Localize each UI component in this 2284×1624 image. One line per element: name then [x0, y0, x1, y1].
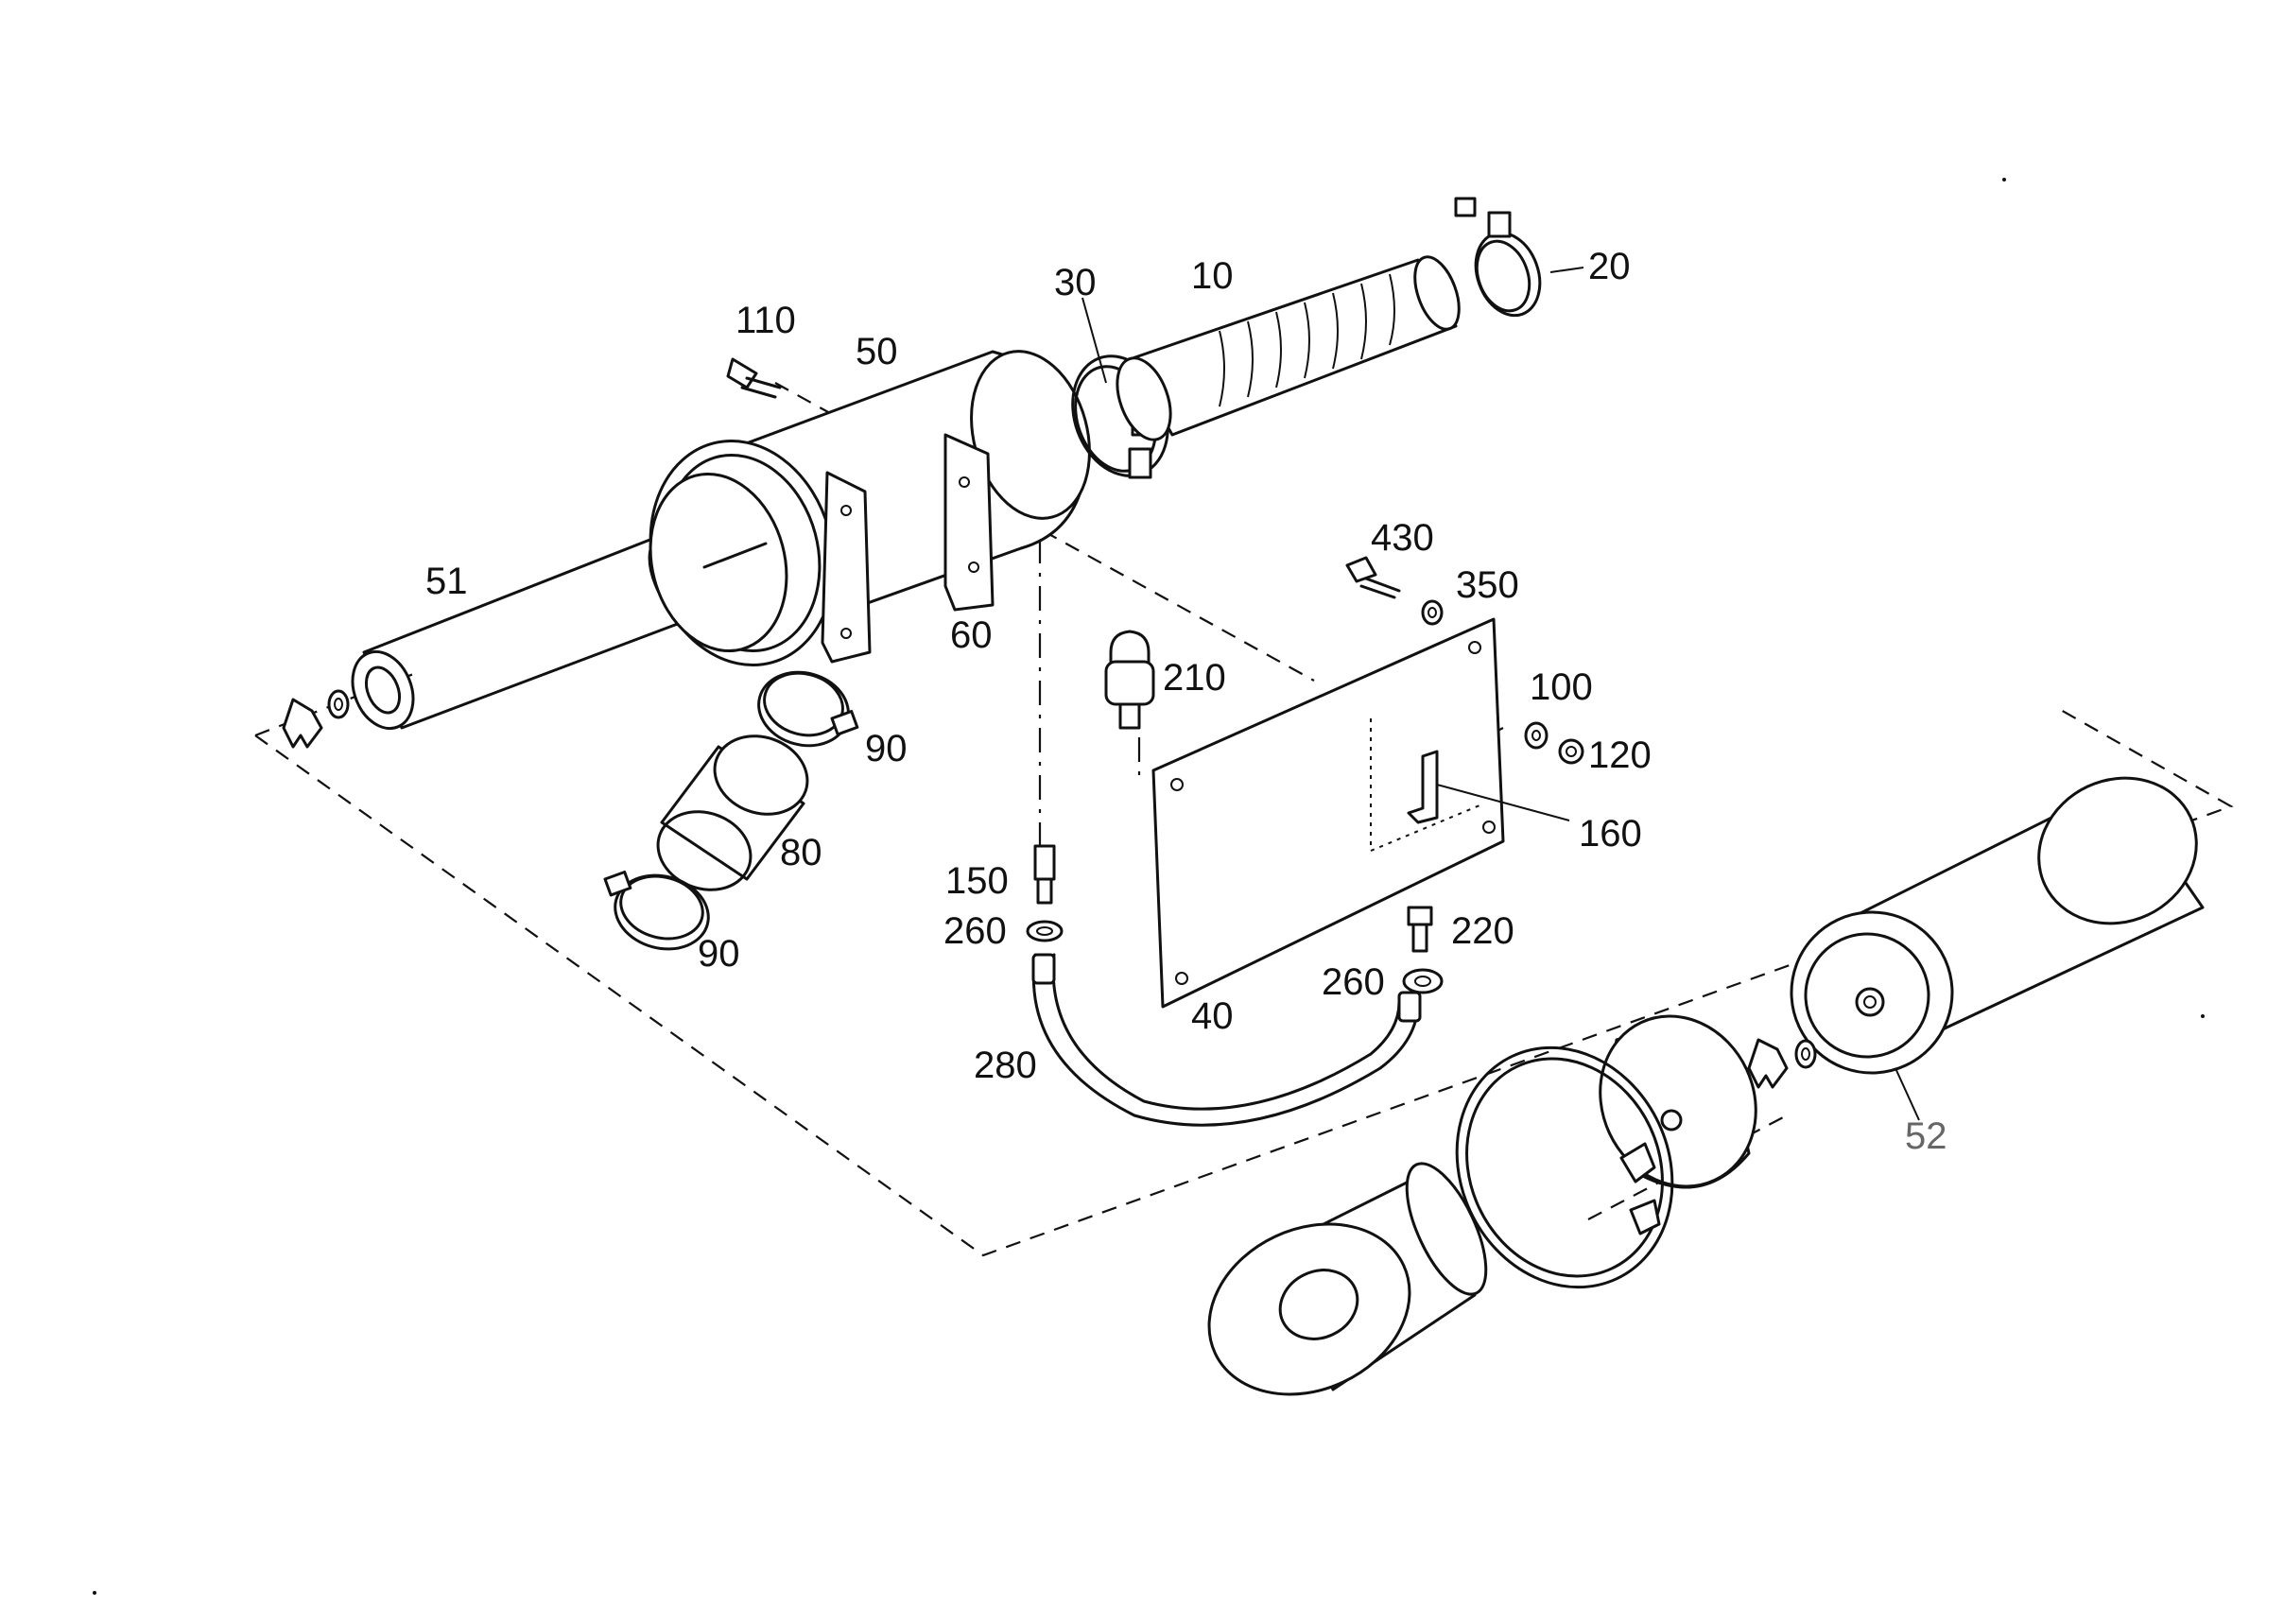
label-60: 60	[950, 614, 993, 656]
label-52: 52	[1905, 1115, 1947, 1157]
wing-nut-left	[282, 689, 350, 749]
hose-clamp-20	[1454, 197, 1542, 318]
label-90-lower: 90	[698, 933, 740, 975]
speck	[2201, 1014, 2205, 1018]
label-430: 430	[1371, 517, 1434, 559]
washer-100	[1524, 721, 1549, 750]
speck	[93, 1591, 96, 1595]
callout-labels: 10 20 30 40 50 51 52 60 80 90 90 100 110…	[425, 246, 1947, 1157]
label-100: 100	[1530, 666, 1593, 708]
filter-cover-inner	[1599, 1014, 1757, 1189]
label-10: 10	[1191, 255, 1234, 297]
label-40: 40	[1191, 995, 1234, 1037]
mounting-plate-40	[1151, 617, 1505, 1009]
hose-clamp-90-lower	[603, 870, 710, 951]
label-51: 51	[425, 561, 468, 602]
hose-clamp-90-upper	[757, 670, 859, 748]
label-350: 350	[1456, 564, 1519, 606]
label-160: 160	[1579, 813, 1642, 855]
nut-120	[1558, 738, 1584, 765]
air-filter-housing-50	[649, 350, 1091, 666]
tube-280	[1031, 953, 1422, 1127]
label-90-upper: 90	[865, 728, 908, 769]
label-260-left: 260	[943, 910, 1007, 952]
bolt-110	[726, 357, 782, 399]
label-210: 210	[1163, 657, 1226, 699]
label-260-right: 260	[1322, 961, 1385, 1003]
label-220: 220	[1451, 910, 1514, 952]
seal-ring-260-right	[1402, 968, 1444, 994]
washer-350	[1421, 599, 1444, 626]
sensor-210	[1104, 630, 1155, 730]
label-120: 120	[1588, 734, 1652, 776]
label-80: 80	[780, 832, 822, 873]
filter-cover-outer	[1207, 1162, 1488, 1396]
label-30: 30	[1054, 262, 1097, 303]
label-50: 50	[856, 331, 898, 372]
seal-ring-260-left	[1026, 920, 1064, 942]
label-280: 280	[974, 1045, 1037, 1086]
label-150: 150	[945, 860, 1009, 902]
bracket-160	[1407, 750, 1439, 824]
wing-nut-right	[1747, 1038, 1817, 1089]
label-20: 20	[1588, 246, 1631, 287]
fitting-220	[1407, 906, 1433, 953]
fitting-150	[1033, 844, 1056, 905]
filter-element-52	[1790, 776, 2205, 1075]
leader-lines	[1081, 267, 1920, 1121]
bolt-430	[1345, 556, 1401, 599]
speck	[2002, 178, 2006, 181]
corrugated-hose-10	[1116, 255, 1461, 441]
label-110: 110	[735, 300, 796, 341]
hose-sleeve-80	[656, 734, 809, 891]
